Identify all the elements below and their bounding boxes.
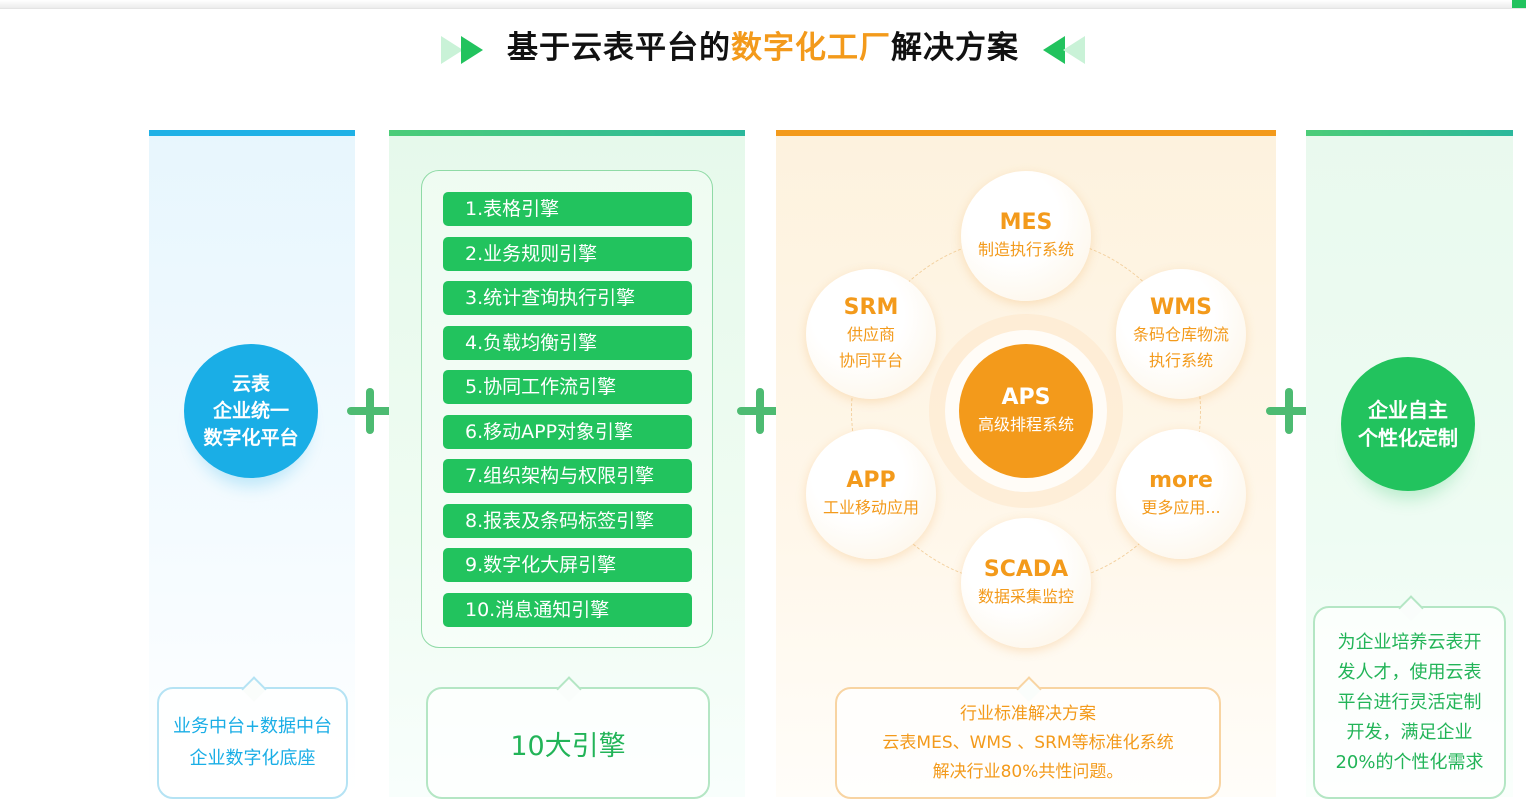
custom-bubble: 为企业培养云表开 发人才，使用云表 平台进行灵活定制 开发，满足企业 20%的个… [1313, 606, 1506, 799]
platform-circle: 云表 企业统一 数字化平台 [184, 344, 318, 478]
system-wms: WMS 条码仓库物流 执行系统 [1116, 269, 1246, 399]
arrow-right-icon [461, 35, 483, 64]
system-name: APP [846, 468, 896, 493]
system-desc: 更多应用... [1141, 498, 1221, 517]
circle-title: APS [1001, 385, 1051, 410]
system-desc: 执行系统 [1148, 351, 1213, 370]
system-scada: SCADA 数据采集监控 [961, 518, 1091, 648]
circle-text: 数字化平台 [203, 426, 299, 449]
circle-text: 个性化定制 [1358, 426, 1458, 450]
engine-item: 9.数字化大屏引擎 [443, 548, 692, 582]
circle-text: 云表 [231, 372, 270, 395]
plus-icon [737, 388, 783, 434]
bubble-text: 业务中台+数据中台 [172, 716, 333, 737]
arrow-right-icon [441, 35, 463, 64]
plus-icon [1266, 388, 1312, 434]
bubble-text: 为企业培养云表开 [1337, 631, 1482, 653]
custom-circle: 企业自主 个性化定制 [1341, 357, 1475, 491]
system-name: WMS [1149, 295, 1212, 320]
system-mes: MES 制造执行系统 [961, 171, 1091, 301]
column-bar [389, 130, 745, 136]
system-desc: 供应商 [846, 325, 895, 344]
bubble-text: 云表MES、WMS 、SRM等标准化系统 [882, 732, 1174, 753]
circle-desc: 高级排程系统 [977, 415, 1074, 434]
solutions-bubble: 行业标准解决方案 云表MES、WMS 、SRM等标准化系统 解决行业80%共性问… [835, 687, 1221, 799]
bubble-text: 开发，满足企业 [1346, 721, 1473, 743]
bubble-text: 10大引擎 [510, 730, 626, 762]
arrow-left-icon [1063, 35, 1085, 64]
circle-text: 企业统一 [212, 399, 289, 422]
system-name: SRM [843, 295, 899, 320]
engine-item: 3.统计查询执行引擎 [443, 281, 692, 315]
bubble-text: 企业数字化底座 [189, 748, 316, 769]
bubble-text: 发人才，使用云表 [1337, 661, 1482, 683]
system-srm: SRM 供应商 协同平台 [806, 269, 936, 399]
system-desc: 条码仓库物流 [1132, 325, 1229, 344]
aps-circle: APS 高级排程系统 [959, 344, 1093, 478]
system-name: MES [999, 210, 1053, 235]
top-divider [0, 0, 1526, 9]
platform-bubble: 业务中台+数据中台 企业数字化底座 [157, 687, 348, 799]
circle-text: 企业自主 [1368, 398, 1448, 422]
system-desc: 数据采集监控 [977, 587, 1074, 606]
engine-item: 10.消息通知引擎 [443, 593, 692, 627]
engines-bubble: 10大引擎 [426, 687, 710, 799]
column-bar [1306, 130, 1513, 136]
bubble-text: 行业标准解决方案 [960, 703, 1096, 724]
title-highlight: 数字化工厂 [731, 30, 891, 66]
engine-item: 5.协同工作流引擎 [443, 370, 692, 404]
plus-icon [347, 388, 393, 434]
system-app: APP 工业移动应用 [806, 429, 936, 559]
engine-item: 7.组织架构与权限引擎 [443, 459, 692, 493]
top-accent-mark [1512, 0, 1526, 8]
arrow-left-icon [1043, 35, 1065, 64]
page-title: 基于云表平台的数字化工厂解决方案 [0, 22, 1526, 67]
engine-item: 2.业务规则引擎 [443, 237, 692, 271]
column-bar [149, 130, 355, 136]
column-bar [776, 130, 1276, 136]
engine-item: 6.移动APP对象引擎 [443, 415, 692, 449]
bubble-text: 20%的个性化需求 [1335, 751, 1484, 773]
system-desc: 制造执行系统 [977, 240, 1074, 259]
bubble-text: 解决行业80%共性问题。 [932, 761, 1124, 782]
system-name: more [1149, 468, 1213, 493]
engine-item: 4.负载均衡引擎 [443, 326, 692, 360]
system-desc: 工业移动应用 [822, 498, 919, 517]
engine-item: 1.表格引擎 [443, 192, 692, 226]
bubble-text: 平台进行灵活定制 [1337, 691, 1482, 713]
engine-item: 8.报表及条码标签引擎 [443, 504, 692, 538]
system-name: SCADA [983, 557, 1069, 582]
title-prefix: 基于云表平台的 [507, 30, 731, 66]
system-more: more 更多应用... [1116, 429, 1246, 559]
system-desc: 协同平台 [838, 351, 903, 370]
title-suffix: 解决方案 [891, 30, 1019, 66]
